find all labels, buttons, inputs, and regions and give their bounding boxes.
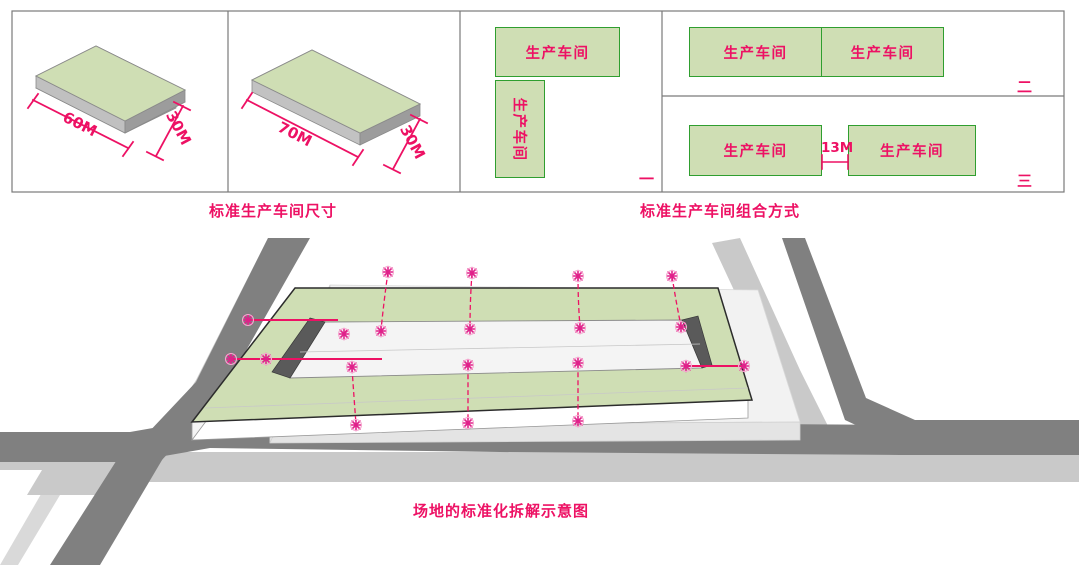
- road-branch-lower-left: [50, 455, 165, 565]
- division-lines-solid: [231, 319, 744, 367]
- caption-site-breakdown: 场地的标准化拆解示意图: [413, 502, 590, 520]
- block1-top-face: [34, 45, 186, 122]
- caption-combination-modes: 标准生产车间组合方式: [640, 202, 801, 220]
- dim-30m-tick-end: [145, 150, 165, 162]
- unit-label: 生产车间: [723, 45, 788, 62]
- asterisk-markers-upper: [337, 265, 688, 341]
- dim-60m-tick-start: [26, 92, 40, 110]
- building-mass-ring: [190, 286, 753, 442]
- mode-two-unit-left: 生产车间: [689, 27, 822, 77]
- unit-label: 生产车间: [880, 144, 944, 160]
- panel-frame-outer: [11, 10, 1065, 193]
- mode-one-marker: 一: [639, 170, 655, 188]
- road-branch-lower-left-edge: [0, 470, 75, 565]
- dim-30m2-tick-end: [382, 163, 402, 175]
- mode-two-unit-right: 生产车间: [821, 27, 944, 77]
- road-edge-diagonal-right: [712, 238, 1079, 480]
- mode-three-marker: 三: [1017, 172, 1033, 190]
- asterisk-markers-edges: [224, 313, 751, 373]
- dim-30m-tick-start: [172, 100, 192, 112]
- road-diagonal-left: [60, 238, 310, 462]
- dim-70m-tick-start: [240, 91, 254, 110]
- dim-30m2-tick-start: [409, 113, 429, 125]
- dim-70m-line: [245, 98, 360, 159]
- mode-three-unit-right: 生产车间: [848, 125, 976, 176]
- mode-three-gap-label: 13M: [821, 140, 854, 156]
- mode-three-unit-left: 生产车间: [689, 125, 822, 176]
- dim-60m-line: [31, 98, 130, 150]
- mode-one-unit-vertical: 生产车间: [495, 80, 545, 178]
- asterisk-markers-lower: [345, 356, 585, 432]
- courtyard-seam-1: [299, 343, 701, 353]
- road-edge-horizontal: [0, 452, 1079, 482]
- dim-70m-tick-end: [351, 148, 365, 167]
- dim-30m-line: [154, 104, 185, 158]
- road-diagonal-right: [740, 238, 1079, 448]
- platform-seam-1: [204, 387, 749, 409]
- road-island-left: [0, 470, 42, 540]
- dim-30m2-line: [391, 117, 422, 171]
- caption-standard-size: 标准生产车间尺寸: [209, 202, 338, 220]
- mode-two-marker: 二: [1017, 78, 1033, 96]
- unit-label: 生产车间: [525, 45, 590, 62]
- dim-60m-tick-end: [121, 140, 135, 158]
- block2-top-face: [250, 49, 422, 134]
- mode-one-unit-horizontal: 生产车间: [495, 27, 620, 77]
- unit-label: 生产车间: [723, 144, 788, 160]
- unit-label: 生产车间: [850, 45, 915, 62]
